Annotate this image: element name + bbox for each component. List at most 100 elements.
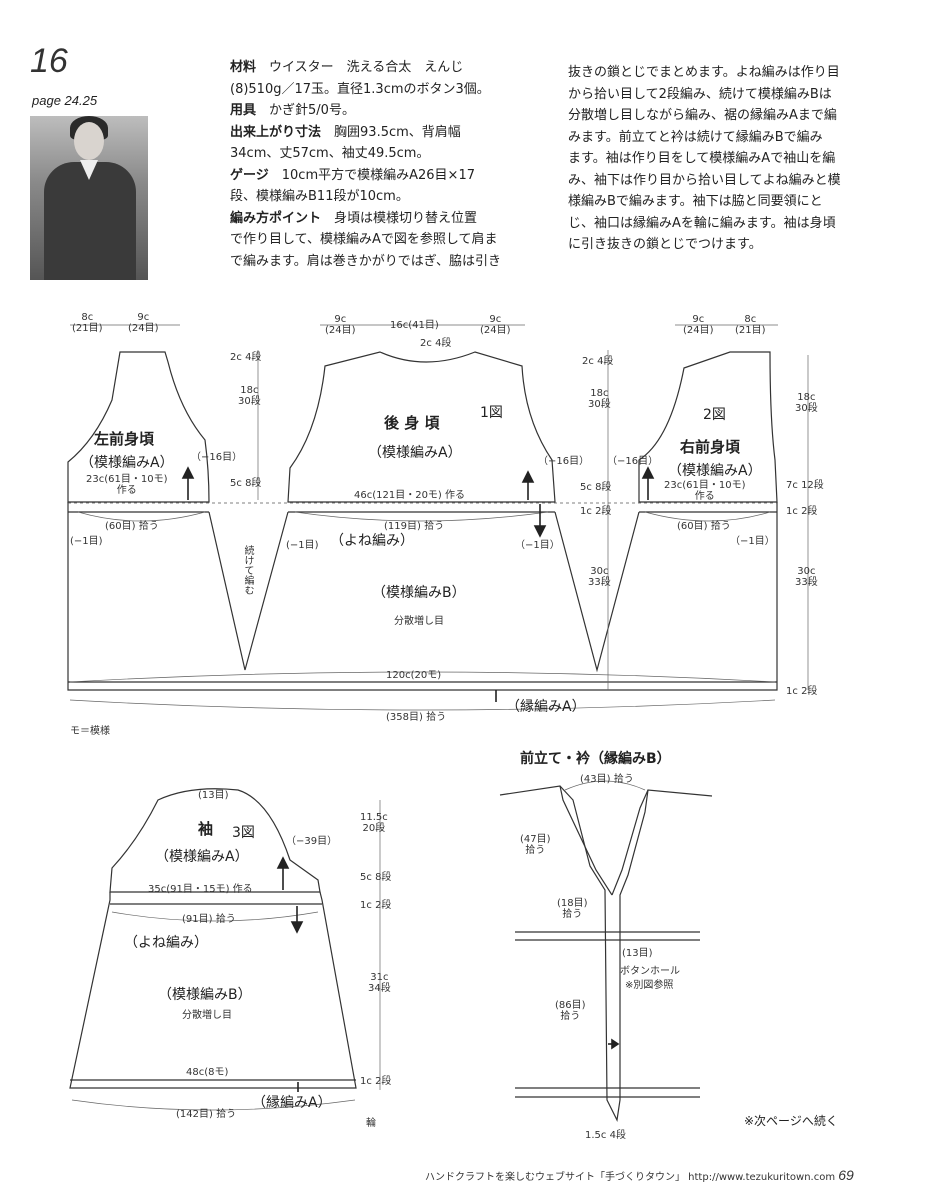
gauge-label: ゲージ	[230, 167, 269, 183]
size-text-2: 34cm、丈57cm、袖丈49.5cm。	[230, 146, 430, 161]
v3-1c: 1c 2段	[786, 506, 818, 517]
model-photo	[30, 116, 148, 280]
b-top-9c-right: 9c(24目)	[480, 314, 511, 336]
minus16-right: （−16目）	[607, 456, 659, 467]
collar-pick47: (47目)拾う	[520, 834, 551, 856]
v3-1c-bottom: 1c 2段	[786, 686, 818, 697]
bunsan-label: 分散増し目	[394, 616, 444, 627]
minus1-right: （−1目）	[730, 536, 775, 547]
lf-top-9c: 9c(24目)	[128, 312, 159, 334]
lf-cast-on: 23c(61目・10モ)作る	[86, 474, 168, 496]
see-figure-note: ※別図参照	[625, 980, 674, 991]
v2-1c: 1c 2段	[580, 506, 612, 517]
intro-right-column: 抜きの鎖とじでまとめます。よね編みは作り目 から拾い目して2段編み、続けて模様編…	[568, 62, 888, 256]
collar-bottom-1-5c: 1.5c 4段	[585, 1130, 626, 1141]
rf-top-8c: 8c(21目)	[735, 314, 766, 336]
tools-text: かぎ針5/0号。	[269, 103, 355, 118]
collar-pick13: (13目)	[622, 948, 653, 959]
rf-cast-on: 23c(61目・10モ)作る	[664, 480, 746, 502]
sleeve-edging: （縁編みA）	[252, 1095, 332, 1111]
sleeve-minus39: （−39目）	[286, 836, 338, 847]
footer: ハンドクラフトを楽しむウェブサイト「手づくりタウン」 http://www.te…	[425, 1167, 854, 1183]
minus1-back-left: (−1目)	[286, 540, 319, 551]
sleeve-h-1c: 1c 2段	[360, 900, 392, 911]
sleeve-cast-on: 35c(91目・15モ) 作る	[148, 884, 253, 895]
rf-pick-up: (60目) 拾う	[677, 521, 731, 532]
b-top-9c-left: 9c(24目)	[325, 314, 356, 336]
gauge-text-2: 段、模様編みB11段が10cm。	[230, 189, 409, 204]
continue-note: ※次ページへ続く	[744, 1114, 838, 1128]
right-front-title: 右前身頃	[680, 438, 741, 456]
sleeve-h-1c-bottom: 1c 2段	[360, 1076, 392, 1087]
v1-2c: 2c 4段	[230, 352, 262, 363]
footer-page-number: 69	[838, 1167, 854, 1183]
lf-pick-up: (60目) 拾う	[105, 521, 159, 532]
minus16-left: （−16目）	[191, 452, 243, 463]
point-text-2: で作り目して、模様編みAで図を参照して肩ま	[230, 232, 498, 247]
sleeve-pick142: (142目) 拾う	[176, 1109, 237, 1120]
right-text-7: 様編みBで編みます。袖下は脇と同要領にと	[568, 194, 823, 209]
right-text-5: ます。袖は作り目をして模様編みAで袖山を編	[568, 151, 836, 166]
v2-5c: 5c 8段	[580, 482, 612, 493]
hem-pick-up: (358目) 拾う	[386, 712, 447, 723]
gauge-text-1: 10cm平方で模様編みA26目×17	[281, 167, 475, 183]
footer-site-text: ハンドクラフトを楽しむウェブサイト「手づくりタウン」 http://www.te…	[425, 1172, 836, 1183]
tools-label: 用具	[230, 103, 257, 118]
pattern-number: 16	[30, 42, 68, 80]
buttonhole-label: ボタンホール	[620, 966, 680, 977]
yone-label: （よね編み）	[330, 533, 414, 549]
point-label: 編み方ポイント	[230, 210, 322, 226]
rf-top-9c: 9c(24目)	[683, 314, 714, 336]
collar-title: 前立て・衿（縁編みB）	[520, 751, 671, 767]
hem-width: 120c(20モ)	[386, 670, 442, 681]
intro-left-column: 材料 ウイスター 洗える合太 えんじ (8)510g／17玉。直径1.3cmのボ…	[230, 57, 550, 272]
right-front-pattern: （模様編みA）	[668, 463, 762, 479]
collar-pick86: (86目)拾う	[555, 1000, 586, 1022]
sleeve-ring: 輪	[366, 1118, 376, 1129]
hem-edging: （縁編みA）	[506, 699, 586, 715]
sleeve-pick91: (91目) 拾う	[182, 914, 236, 925]
right-text-1: 抜きの鎖とじでまとめます。よね編みは作り目	[568, 65, 840, 80]
right-text-8: じ、袖口は縁編みAを輪に編みます。袖は身頃	[568, 215, 836, 231]
sleeve-pattern-b: （模様編みB）	[158, 987, 252, 1003]
sleeve-top-13: (13目)	[198, 790, 229, 801]
v1-5c: 5c 8段	[230, 478, 262, 489]
fig-3-label: 3図	[232, 825, 255, 841]
sleeve-pattern-a: （模様編みA）	[155, 849, 249, 865]
back-pattern: （模様編みA）	[368, 445, 462, 461]
right-text-3: 分散増し目しながら編み、裾の縁編みAまで編	[568, 108, 837, 123]
collar-pick18: (18目)拾う	[557, 898, 588, 920]
collar-pick43: (43目) 拾う	[580, 774, 634, 785]
back-pick-up: (119目) 拾う	[384, 521, 445, 532]
neck-depth: 2c 4段	[420, 338, 452, 349]
page-reference: page 24.25	[32, 93, 98, 108]
fig-1-label: 1図	[480, 405, 503, 421]
point-text-1: 身頃は模様切り替え位置	[334, 210, 478, 226]
back-title: 後 身 頃	[384, 414, 440, 432]
sleeve-h-5c: 5c 8段	[360, 872, 392, 883]
material-text-2: (8)510g／17玉。直径1.3cmのボタン3個。	[230, 81, 490, 97]
left-front-pattern: （模様編みA）	[80, 455, 174, 471]
b-top-16c: 16c(41目)	[390, 320, 439, 331]
sleeve-width-48: 48c(8モ)	[186, 1067, 229, 1078]
material-label: 材料	[230, 60, 257, 75]
sleeve-bunsan: 分散増し目	[182, 1010, 232, 1021]
v2-2c: 2c 4段	[582, 356, 614, 367]
lf-top-8c: 8c(21目)	[72, 312, 103, 334]
minus1-left: (−1目)	[70, 536, 103, 547]
tsuzukete-label: 続けて編む	[242, 545, 253, 595]
right-text-9: に引き抜きの鎖とじでつけます。	[568, 237, 762, 252]
mo-note: モ＝模様	[70, 726, 110, 737]
right-text-6: み、袖下は作り目から拾い目してよね編みと模	[568, 172, 841, 188]
size-text-1: 胸囲93.5cm、背肩幅	[334, 124, 461, 140]
right-text-2: から拾い目して2段編み、続けて模様編みBは	[568, 86, 832, 102]
v3-7c: 7c 12段	[786, 480, 824, 491]
sleeve-yone: （よね編み）	[124, 935, 208, 951]
pattern-b-label: （模様編みB）	[372, 585, 466, 601]
